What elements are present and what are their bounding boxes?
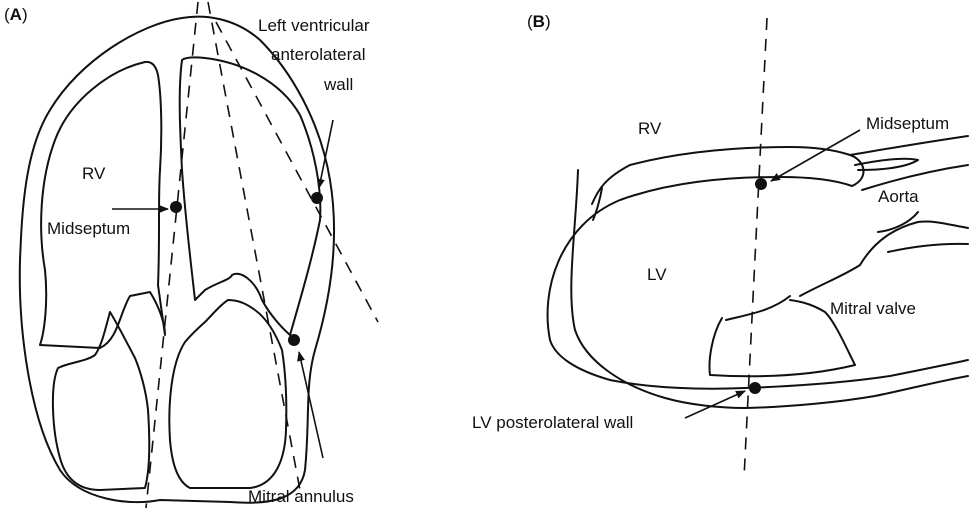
panel-b-tag: (B) <box>527 12 551 31</box>
panel-a-tag: (A) <box>4 5 28 24</box>
label-anterolateral-line1: Left ventricular <box>258 16 370 35</box>
label-lv-posterolateral: LV posterolateral wall <box>472 413 633 432</box>
lv-posterolateral-dot <box>749 382 761 394</box>
right-atrium-outline <box>53 312 149 490</box>
midseptum-dot <box>170 201 182 213</box>
midseptum-arrow-b <box>771 130 860 181</box>
panel-b: (B) RV Midseptum Aorta LV Mitral <box>472 12 968 478</box>
aorta-inner-wall <box>800 222 968 296</box>
mitral-annulus-dot <box>288 334 300 346</box>
label-midseptum: Midseptum <box>47 219 130 238</box>
label-mitral-valve: Mitral valve <box>830 299 916 318</box>
rv-cavity-outline <box>40 62 165 348</box>
label-anterolateral-line2: anterolateral <box>271 45 366 64</box>
anterolateral-wall-dot <box>311 192 323 204</box>
label-mitral-annulus: Mitral annulus <box>248 487 354 506</box>
midseptum-dot-b <box>755 178 767 190</box>
anterolateral-arrow <box>319 120 333 188</box>
scan-line-lateral-annulus <box>208 2 300 490</box>
scan-line-parasternal <box>744 18 767 478</box>
panel-a: (A) RV Midseptum Left ventricular antero… <box>4 2 378 508</box>
mitral-leaflet-anterior <box>726 296 790 320</box>
lv-cavity-outline <box>180 57 321 335</box>
label-aorta: Aorta <box>878 187 919 206</box>
label-lv: LV <box>647 265 667 284</box>
label-rv: RV <box>82 164 106 183</box>
left-atrium-outline <box>169 300 286 488</box>
lv-posterior-inner <box>550 340 968 389</box>
label-rv-b: RV <box>638 119 662 138</box>
aortic-leaflet-upper <box>855 159 918 170</box>
label-anterolateral-line3: wall <box>323 75 353 94</box>
label-midseptum-b: Midseptum <box>866 114 949 133</box>
aorta-posterior-wall <box>888 244 968 252</box>
